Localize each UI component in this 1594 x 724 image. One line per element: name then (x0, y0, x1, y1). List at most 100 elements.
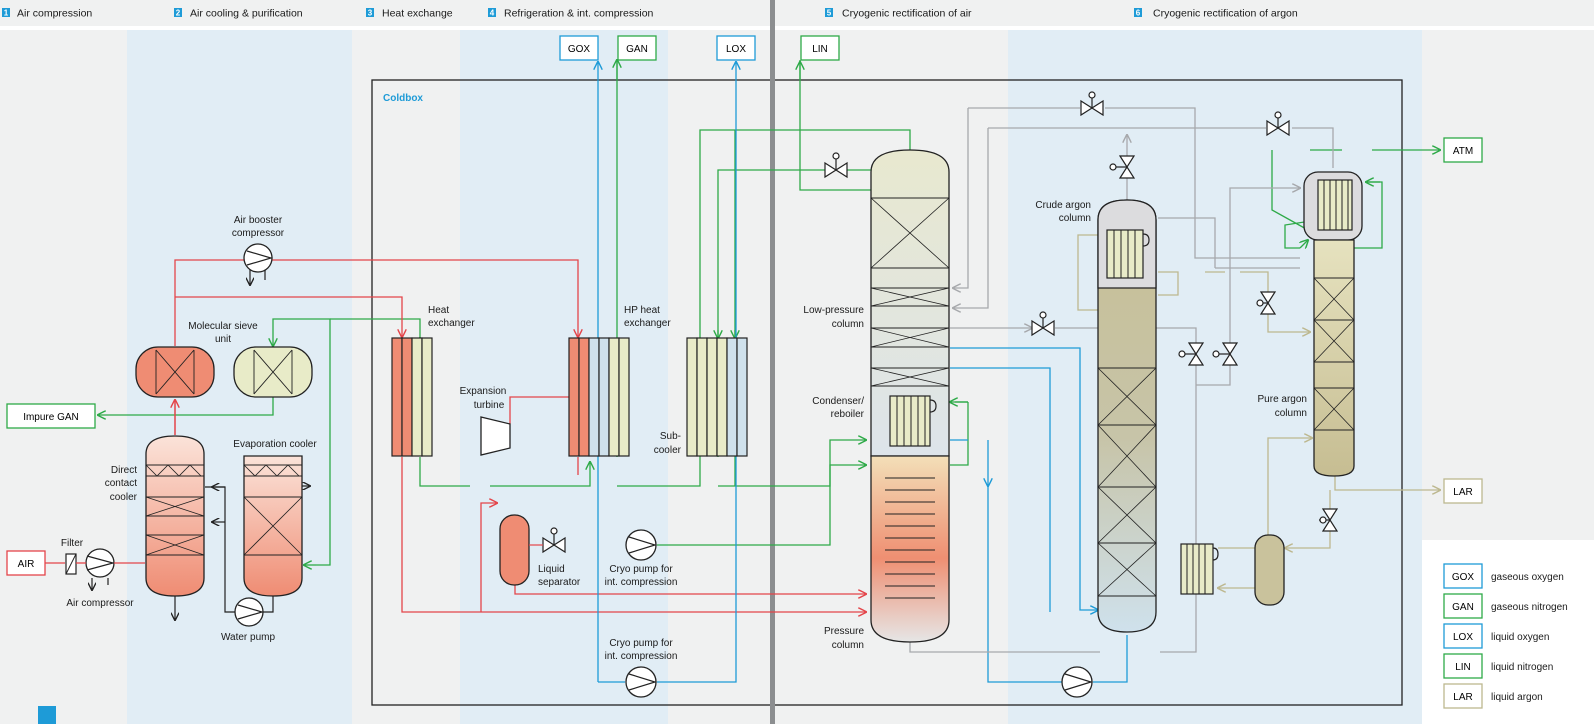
section-header-6: 6 Cryogenic rectification of argon (1134, 8, 1298, 20)
svg-text:int. compression: int. compression (605, 577, 678, 588)
tag-lar: LAR (1443, 478, 1483, 504)
svg-text:unit: unit (215, 334, 231, 345)
condenser-reboiler (889, 395, 937, 447)
air-booster-compressor (243, 243, 274, 273)
section-header-3: 3 Heat exchange (366, 8, 453, 20)
direct-contact-cooler (145, 435, 205, 597)
svg-text:int. compression: int. compression (605, 651, 678, 662)
svg-text:Cryogenic rectification of arg: Cryogenic rectification of argon (1153, 8, 1298, 20)
tag-air: AIR (6, 550, 46, 576)
svg-text:Impure GAN: Impure GAN (23, 412, 79, 423)
molecular-sieve-adsorber-2 (233, 346, 313, 398)
svg-text:6: 6 (1136, 9, 1141, 18)
svg-text:AIR: AIR (18, 559, 35, 570)
section-header-2: 2 Air cooling & purification (174, 8, 303, 20)
pressure-column (870, 455, 950, 643)
svg-text:LOX: LOX (1453, 632, 1473, 643)
svg-text:Low-pressure: Low-pressure (803, 305, 864, 316)
svg-text:4: 4 (490, 9, 495, 18)
svg-text:LAR: LAR (1453, 692, 1472, 703)
svg-text:3: 3 (368, 9, 373, 18)
svg-text:GAN: GAN (1452, 602, 1474, 613)
svg-text:compressor: compressor (232, 228, 285, 239)
svg-text:Expansion: Expansion (460, 386, 507, 397)
svg-text:gaseous nitrogen: gaseous nitrogen (1491, 602, 1568, 613)
svg-text:Direct: Direct (111, 465, 137, 476)
svg-text:GAN: GAN (626, 44, 648, 55)
svg-text:liquid argon: liquid argon (1491, 692, 1543, 703)
cryo-pump-argon (1061, 666, 1094, 698)
legend-item-gan: GAN gaseous nitrogen (1443, 593, 1568, 619)
svg-text:Molecular sieve: Molecular sieve (188, 321, 258, 332)
liquid-separator (499, 514, 530, 586)
sub-cooler (686, 337, 748, 457)
svg-text:HP heat: HP heat (624, 305, 660, 316)
valve-top-right-grey (1266, 111, 1290, 137)
valve-tan-side (1256, 291, 1277, 315)
valve-lar (1319, 508, 1339, 532)
svg-text:LAR: LAR (1453, 487, 1472, 498)
svg-text:Pure argon: Pure argon (1258, 394, 1307, 405)
tag-lin: LIN (800, 35, 840, 61)
tag-gan: GAN (617, 35, 657, 61)
svg-text:GOX: GOX (568, 44, 591, 55)
valve-top-grey (1080, 91, 1104, 117)
pure-argon-column (1303, 171, 1363, 477)
svg-text:Cryo pump for: Cryo pump for (609, 638, 673, 649)
air-compressor (85, 548, 116, 578)
svg-text:Air compressor: Air compressor (66, 598, 134, 609)
svg-text:Heat: Heat (428, 305, 449, 316)
svg-text:Condenser/: Condenser/ (812, 396, 864, 407)
svg-text:turbine: turbine (474, 400, 505, 411)
argon-separator-vessel (1254, 534, 1285, 606)
low-pressure-column (870, 149, 950, 457)
svg-text:column: column (1059, 213, 1091, 224)
svg-text:Air booster: Air booster (234, 215, 283, 226)
valve-grey-mid-1 (1178, 342, 1205, 366)
svg-text:Air cooling & purification: Air cooling & purification (190, 8, 303, 20)
tag-impure-gan: Impure GAN (6, 403, 96, 429)
svg-text:LIN: LIN (1455, 662, 1471, 673)
svg-text:Filter: Filter (61, 538, 84, 549)
svg-text:liquid oxygen: liquid oxygen (1491, 632, 1549, 643)
svg-text:Heat exchange: Heat exchange (382, 8, 453, 20)
crude-argon-column (1097, 199, 1157, 633)
grey-pipes (909, 107, 1334, 653)
svg-text:contact: contact (105, 478, 137, 489)
svg-text:reboiler: reboiler (831, 409, 865, 420)
svg-text:Cryogenic rectification of air: Cryogenic rectification of air (842, 8, 972, 20)
svg-text:Crude argon: Crude argon (1035, 200, 1091, 211)
svg-text:1: 1 (4, 9, 9, 18)
svg-text:liquid nitrogen: liquid nitrogen (1491, 662, 1553, 673)
svg-text:exchanger: exchanger (428, 318, 475, 329)
svg-text:column: column (832, 319, 864, 330)
svg-text:2: 2 (176, 9, 181, 18)
legend-item-lin: LIN liquid nitrogen (1443, 653, 1553, 679)
svg-text:column: column (832, 640, 864, 651)
section-header-1: 1 Air compression (2, 8, 92, 20)
svg-text:exchanger: exchanger (624, 318, 671, 329)
svg-text:LIN: LIN (812, 44, 828, 55)
legend-item-gox: GOX gaseous oxygen (1443, 563, 1564, 589)
svg-text:gaseous oxygen: gaseous oxygen (1491, 572, 1564, 583)
svg-text:Coldbox: Coldbox (383, 93, 423, 104)
green-arrows (304, 60, 1380, 565)
equipment-labels: Air booster compressor Molecular sieve u… (61, 200, 1307, 662)
hp-heat-exchanger (568, 337, 630, 457)
main-heat-exchanger (391, 337, 433, 457)
legend-item-lar: LAR liquid argon (1443, 683, 1543, 709)
svg-text:ATM: ATM (1453, 146, 1473, 157)
legend-item-lox: LOX liquid oxygen (1443, 623, 1549, 649)
svg-text:GOX: GOX (1452, 572, 1475, 583)
svg-text:cooler: cooler (110, 492, 138, 503)
page-fold-divider (770, 0, 775, 724)
valve-crude-argon-top (1109, 155, 1136, 179)
evaporation-cooler (243, 455, 303, 597)
valve-grey-mid-2 (1212, 342, 1239, 366)
cryo-pump-a (625, 529, 658, 561)
tag-atm: ATM (1443, 137, 1483, 163)
svg-text:Refrigeration & int. compressi: Refrigeration & int. compression (504, 8, 654, 20)
svg-text:Liquid: Liquid (538, 564, 565, 575)
